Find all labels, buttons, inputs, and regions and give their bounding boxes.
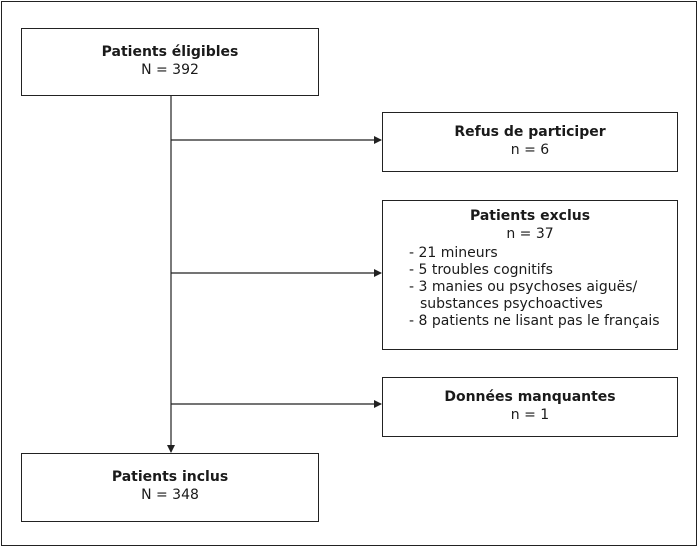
node-patients-eligibles: Patients éligibles N = 392 bbox=[21, 28, 319, 96]
node-donnees-manquantes: Données manquantes n = 1 bbox=[382, 377, 678, 437]
node-count: n = 6 bbox=[510, 142, 550, 158]
node-title: Patients inclus bbox=[111, 469, 229, 485]
node-title: Données manquantes bbox=[444, 389, 616, 405]
node-refus-de-participer: Refus de participer n = 6 bbox=[382, 112, 678, 172]
node-title: Patients éligibles bbox=[101, 44, 239, 60]
exclusion-reason: 8 patients ne lisant pas le français bbox=[409, 313, 677, 330]
exclusion-reason: 3 manies ou psychoses aiguës/ substances… bbox=[409, 279, 677, 313]
exclusion-reason: 5 troubles cognitifs bbox=[409, 262, 677, 279]
node-count: n = 37 bbox=[506, 226, 554, 242]
exclusion-reason: 21 mineurs bbox=[409, 245, 677, 262]
node-count: N = 392 bbox=[141, 62, 199, 78]
node-patients-exclus: Patients exclus n = 37 21 mineurs 5 trou… bbox=[382, 200, 678, 350]
node-title: Refus de participer bbox=[454, 124, 606, 140]
node-title: Patients exclus bbox=[469, 208, 591, 224]
node-count: N = 348 bbox=[141, 487, 199, 503]
node-count: n = 1 bbox=[510, 407, 550, 423]
node-patients-inclus: Patients inclus N = 348 bbox=[21, 453, 319, 522]
exclusion-reasons-list: 21 mineurs 5 troubles cognitifs 3 manies… bbox=[383, 245, 677, 330]
